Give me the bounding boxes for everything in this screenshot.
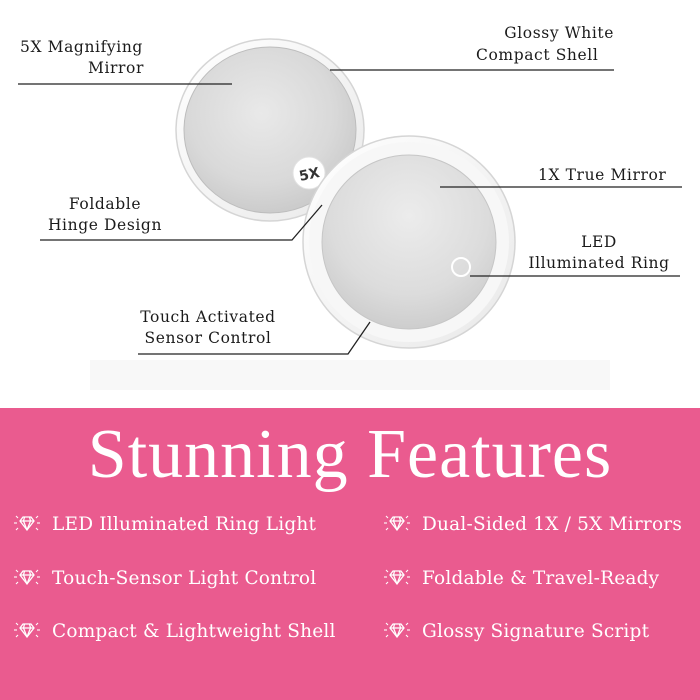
feature-item: Foldable & Travel-Ready [382,565,659,591]
callout-lines [18,69,682,355]
diamond-sparkle-icon [14,515,40,532]
callout-true-mirror: 1X True Mirror [538,166,667,184]
feature-label: Glossy Signature Script [422,620,650,642]
true-mirror-half [302,135,516,349]
headline: Stunning Features [87,416,613,493]
feature-label: Dual-Sided 1X / 5X Mirrors [422,513,683,535]
callout-sensor-control: Touch Activated Sensor Control [140,308,276,347]
callout-compact-shell: Glossy White [504,24,614,42]
feature-item: Dual-Sided 1X / 5X Mirrors [382,511,682,537]
feature-label: Foldable & Travel-Ready [422,567,660,589]
features-banner [0,408,700,700]
callout-led-ring: LED Illuminated Ring [528,233,670,272]
feature-item: Glossy Signature Script [382,618,649,644]
callout-compact-shell-line2: Compact Shell [476,46,599,64]
feature-item: LED Illuminated Ring Light [12,511,316,537]
feature-label: LED Illuminated Ring Light [52,513,317,535]
feature-item: Touch-Sensor Light Control [12,565,316,591]
diamond-sparkle-icon [14,622,40,639]
feature-label: Touch-Sensor Light Control [52,567,317,589]
diamond-sparkle-icon [14,569,40,586]
feature-item: Compact & Lightweight Shell [12,618,336,644]
callout-magnifying-mirror: 5X Magnifying Mirror [20,38,144,77]
magnification-badge: 5X [298,165,322,185]
product-image-area: 5X 5X Magnifying Mirror Glossy White [18,24,682,355]
diamond-sparkle-icon [384,622,410,639]
touch-sensor-icon [451,257,471,277]
diamond-sparkle-icon [384,569,410,586]
compact-mirror-illustration: 5X [18,38,682,355]
diamond-sparkle-icon [384,515,410,532]
callout-hinge: Foldable Hinge Design [47,195,163,234]
feature-label: Compact & Lightweight Shell [52,620,336,642]
